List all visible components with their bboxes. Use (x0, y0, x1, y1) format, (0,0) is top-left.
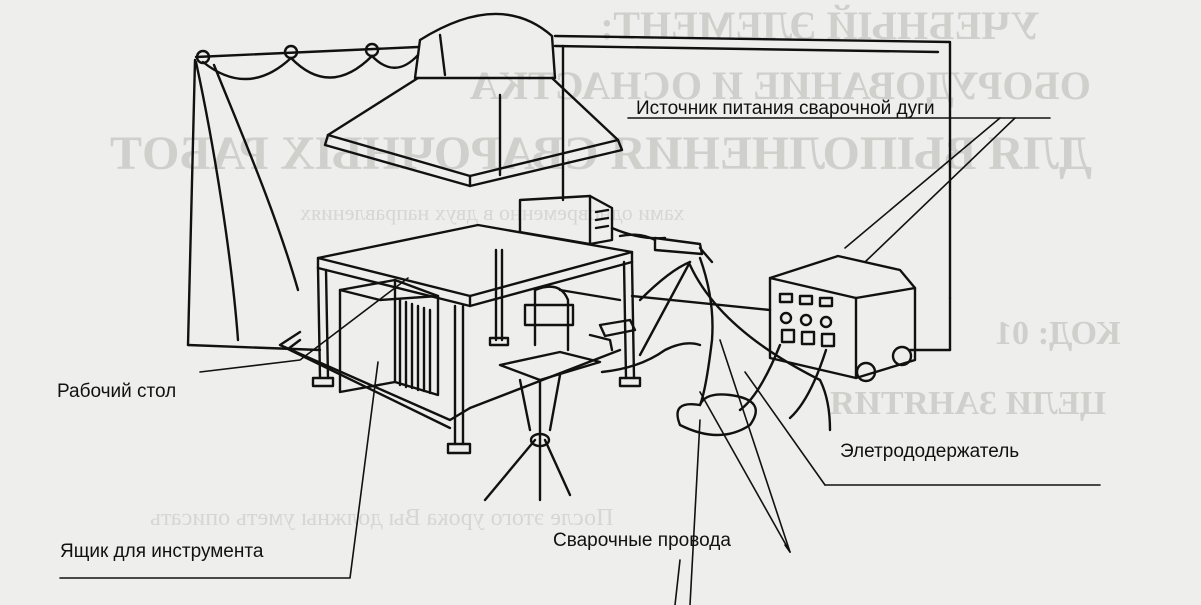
welding-cables-drawing (600, 256, 952, 437)
work-table-drawing (278, 223, 642, 455)
label-work-table: Рабочий стол (57, 381, 177, 402)
label-power-source: Источник питания сварочной дуги (636, 98, 935, 119)
exhaust-hood (323, 12, 952, 300)
stool-drawing (483, 285, 637, 502)
curtain (186, 42, 420, 352)
welding-transformer-drawing (768, 254, 917, 383)
label-tool-box: Ящик для инструмента (60, 541, 264, 562)
electrode-holder-drawing (618, 233, 714, 264)
label-electrode-holder: Элетрододержатель (840, 441, 1020, 462)
label-welding-wires: Сварочные провода (553, 530, 731, 551)
leader-lines (59, 117, 1101, 605)
